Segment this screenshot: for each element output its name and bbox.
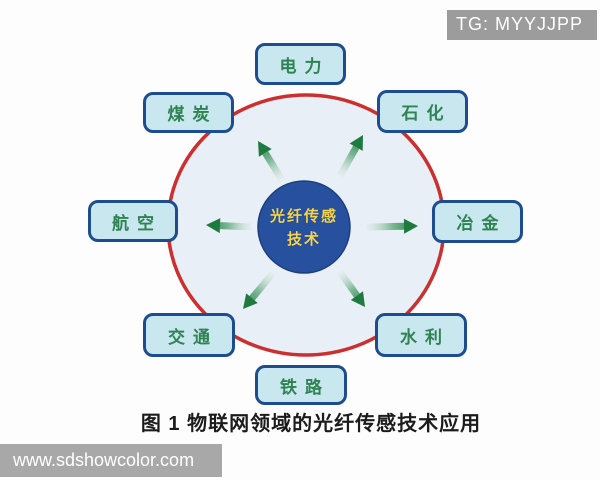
node-railway-label: 铁路 [280, 377, 330, 397]
arrow-down-left-icon [243, 270, 276, 309]
node-transport: 交通 [143, 313, 235, 357]
node-railway: 铁路 [255, 365, 347, 405]
hub-label-line1: 光纤传感 [269, 208, 338, 225]
node-petrochemical: 石化 [377, 90, 468, 133]
node-metallurgy: 冶金 [432, 200, 523, 243]
arrow-up-right-icon [336, 135, 363, 178]
node-coal: 煤炭 [143, 92, 234, 133]
telegram-badge: TG: MYYJJPP [446, 10, 597, 40]
arrow-right-icon [365, 218, 418, 234]
figure-caption: 图 1 物联网领域的光纤传感技术应用 [140, 413, 482, 435]
node-power: 电力 [255, 43, 346, 85]
node-metallurgy-label: 冶金 [456, 214, 507, 233]
hub-label-line2: 技术 [286, 231, 321, 249]
node-aviation-label: 航空 [112, 213, 162, 233]
arrow-left-icon [206, 218, 253, 234]
center-hub-label: 光纤传感 技术 [254, 205, 354, 252]
node-coal-label: 煤炭 [167, 105, 218, 124]
node-transport-label: 交通 [168, 327, 218, 347]
arrow-up-left-icon [258, 141, 285, 182]
node-petrochemical-label: 石化 [401, 104, 452, 123]
hub-circle [257, 180, 351, 274]
node-aviation: 航空 [88, 200, 178, 242]
arrow-down-right-icon [337, 269, 365, 307]
node-power-label: 电力 [279, 56, 330, 76]
watermark: www.sdshowcolor.com [0, 444, 222, 477]
node-water-label: 水利 [400, 327, 450, 347]
node-water: 水利 [375, 313, 467, 357]
radiating-arrows [206, 135, 418, 309]
